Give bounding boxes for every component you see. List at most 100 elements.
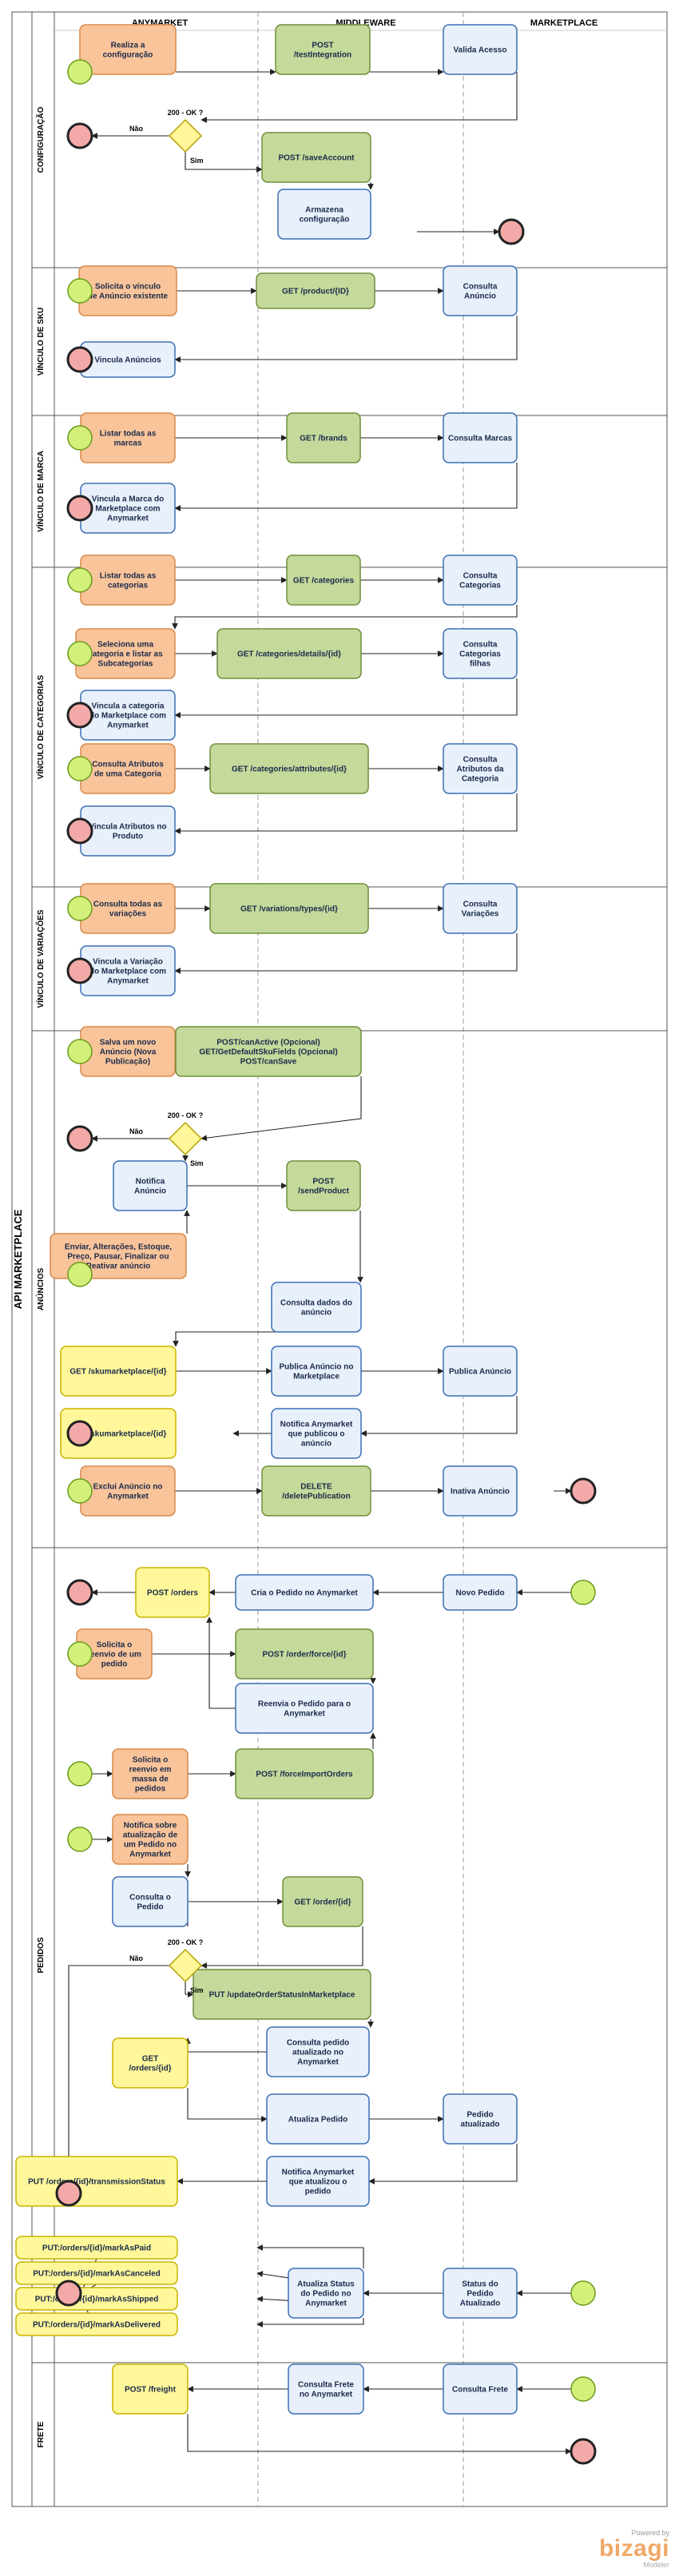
decision-gateway: [168, 1121, 203, 1156]
task-post-freight[interactable]: [112, 2363, 189, 2415]
task-put-orders-id-markaspaid[interactable]: [15, 2236, 178, 2260]
task-notifica-anymarket-que-publicou-o-anunci[interactable]: [271, 1408, 362, 1459]
task-label: POST/sendProduct: [298, 1178, 350, 1196]
brand-sub: Modeler: [643, 2561, 669, 2569]
task-get-orders-id[interactable]: [112, 2037, 189, 2089]
task-get-categories[interactable]: [286, 555, 361, 606]
column-header-marketplace: MARKETPLACE: [530, 18, 598, 28]
task-consulta-marcas[interactable]: [443, 412, 518, 463]
sequence-flow: [66, 1965, 169, 2182]
task-put-orders-id-markascanceled[interactable]: [15, 2261, 178, 2285]
task-label: Consulta Marcas: [448, 435, 512, 443]
task-label: GET /product/{ID}: [282, 288, 349, 296]
start-event: [570, 2280, 596, 2306]
sequence-flow: [174, 933, 518, 974]
start-event: [67, 278, 93, 304]
start-event: [67, 1827, 93, 1852]
task-get-product-id[interactable]: [256, 272, 375, 309]
start-event: [67, 756, 93, 781]
lane-label-vinculo-de-variacoes: VÍNCULO DE VARIAÇÕES: [35, 909, 46, 1008]
task-label: POST /forceImportOrders: [256, 1771, 353, 1779]
end-event: [66, 957, 93, 984]
task-get-variations-types-id[interactable]: [209, 883, 369, 934]
task-label: POST /freight: [125, 2386, 177, 2395]
task-post-sendproduct[interactable]: [286, 1160, 361, 1211]
task-get-skumarketplace-id[interactable]: [60, 1346, 177, 1397]
task-consulta-frete[interactable]: [443, 2363, 518, 2415]
sequence-flow: [201, 1076, 362, 1141]
task-get-categories-details-id[interactable]: [216, 628, 362, 679]
task-valida-acesso[interactable]: [443, 24, 518, 75]
task-realiza-a-configuracao[interactable]: [79, 24, 177, 75]
task-notifica-anuncio[interactable]: [113, 1160, 188, 1211]
start-event: [67, 641, 93, 666]
task-consulta-categorias[interactable]: [443, 555, 518, 606]
task-notifica-anymarket-que-atualizou-o-pedid[interactable]: [266, 2156, 370, 2207]
lane-label-anuncios: ANÚNCIOS: [35, 1268, 46, 1311]
task-atualiza-pedido[interactable]: [266, 2093, 370, 2145]
task-consulta-variacoes[interactable]: [443, 883, 518, 934]
sequence-flow: [201, 72, 518, 123]
task-consulta-dados-do-anuncio[interactable]: [271, 1282, 362, 1333]
task-label: POST /saveAccount: [278, 154, 355, 163]
task-put-skumarketplace-id[interactable]: [60, 1408, 177, 1459]
task-label: PUT /orders/{id}/transmissionStatus: [28, 2178, 165, 2187]
task-get-brands[interactable]: [286, 412, 361, 463]
sequence-flow: [368, 2144, 518, 2184]
task-atualiza-status-do-pedido-no-anymarket[interactable]: [288, 2268, 364, 2319]
task-consulta-frete-no-anymarket[interactable]: [288, 2363, 364, 2415]
task-reenvia-o-pedido-para-o-anymarket[interactable]: [235, 1683, 374, 1734]
task-pedido-atualizado[interactable]: [443, 2093, 518, 2145]
task-armazena-configuracao[interactable]: [277, 189, 371, 240]
end-event: [66, 1125, 93, 1152]
task-label: Cria o Pedido no Anymarket: [251, 1589, 358, 1598]
task-publica-anuncio[interactable]: [443, 1346, 518, 1397]
task-consulta-atributos-da-categoria[interactable]: [443, 743, 518, 794]
task-post-canactive-opcional-get-getdefaultsk[interactable]: [175, 1026, 362, 1077]
task-solicita-o-reenvio-em-massa-de-pedidos[interactable]: [112, 1748, 189, 1799]
task-post-order-force-id[interactable]: [235, 1628, 374, 1680]
sequence-flow: [172, 605, 518, 630]
task-post-forceimportorders[interactable]: [235, 1748, 374, 1799]
task-post-testintegration[interactable]: [275, 24, 371, 75]
gateway-no-label: Não: [129, 1954, 144, 1962]
sequence-flow: [187, 2414, 572, 2455]
task-inativa-anuncio[interactable]: [443, 1465, 518, 1517]
task-notifica-sobre-atualizacao-de-um-pedido-[interactable]: [112, 1814, 189, 1865]
task-status-do-pedido-atualizado[interactable]: [443, 2268, 518, 2319]
task-put-updateorderstatusinmarketplace[interactable]: [193, 1969, 371, 2020]
start-event: [67, 1478, 93, 1504]
task-put-orders-id-markasdelivered[interactable]: [15, 2312, 178, 2336]
task-publica-anuncio-no-marketplace[interactable]: [271, 1346, 362, 1397]
task-label: POST /order/force/{id}: [262, 1651, 346, 1660]
start-event: [570, 1580, 596, 1605]
end-event: [570, 1477, 597, 1505]
decision-gateway: [168, 118, 203, 153]
sequence-flow: [173, 1331, 316, 1347]
task-consulta-o-pedido[interactable]: [112, 1876, 189, 1927]
task-consulta-categorias-filhas[interactable]: [443, 628, 518, 679]
task-delete-deletepublication[interactable]: [261, 1465, 371, 1517]
task-get-order-id[interactable]: [282, 1876, 363, 1927]
task-get-categories-attributes-id[interactable]: [209, 743, 369, 794]
task-consulta-anuncio[interactable]: [443, 265, 518, 316]
task-consulta-pedido-atualizado-no-anymarket[interactable]: [266, 2026, 370, 2077]
end-event: [66, 817, 93, 845]
task-label: GET/orders/{id}: [129, 2055, 171, 2073]
task-novo-pedido[interactable]: [443, 1574, 518, 1611]
task-post-saveaccount[interactable]: [261, 132, 371, 183]
task-post-orders[interactable]: [135, 1567, 210, 1618]
task-cria-o-pedido-no-anymarket[interactable]: [235, 1574, 374, 1611]
brand-name: bizagi: [598, 2535, 669, 2562]
sequence-flow: [187, 2088, 268, 2122]
